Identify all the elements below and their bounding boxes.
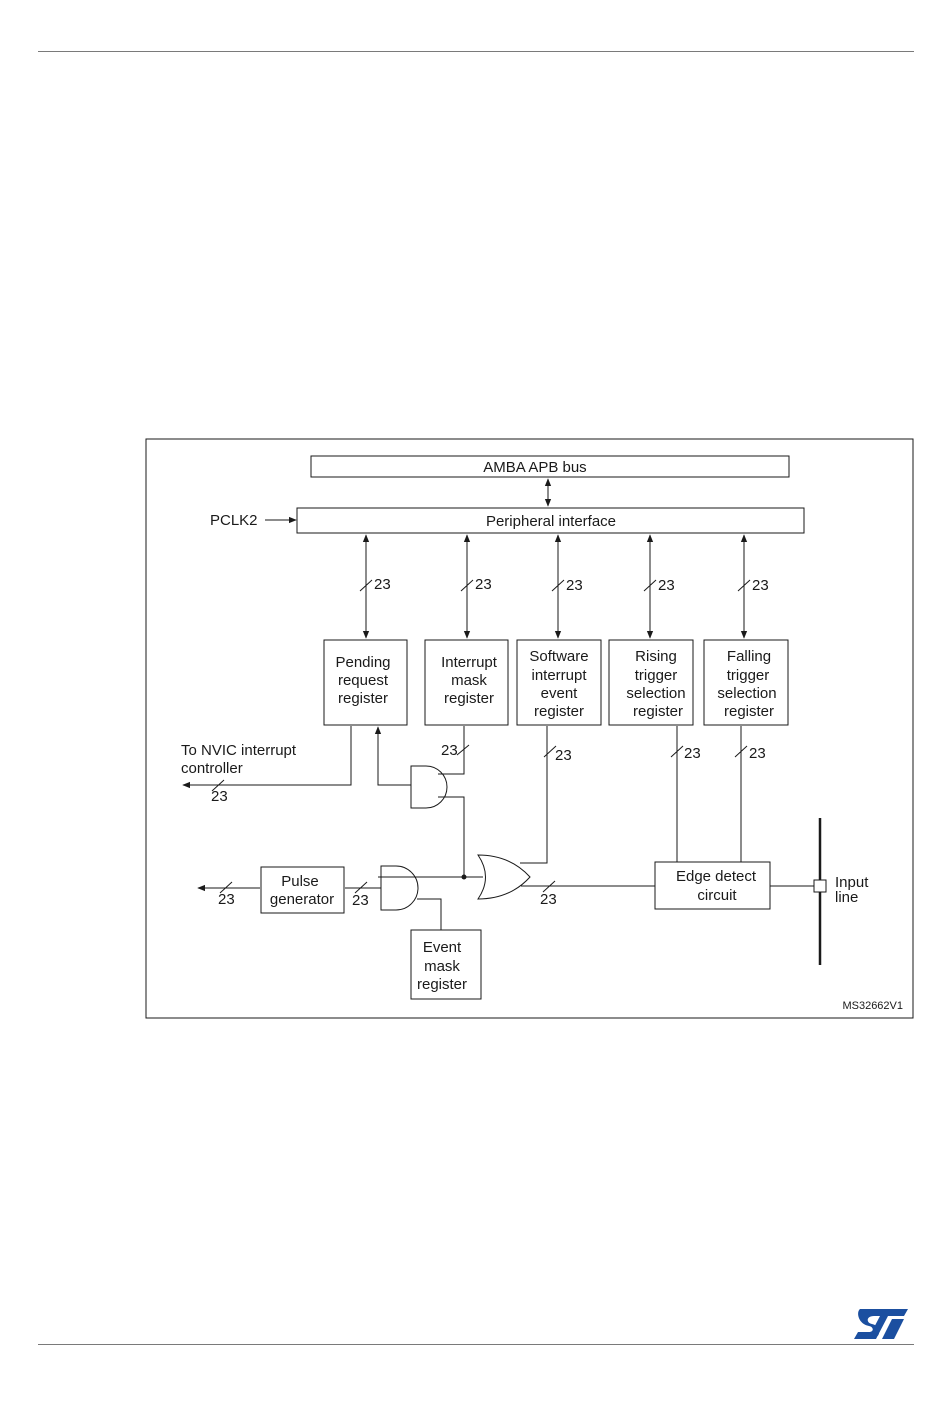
or-to-and-line <box>438 796 465 877</box>
bus-width-label: 23 <box>749 745 766 762</box>
nvic-label-line: controller <box>181 760 243 777</box>
bus-width-label: 23 <box>475 576 492 593</box>
amba-apb-bus-label: AMBA APB bus <box>483 459 586 476</box>
bus-width-label: 23 <box>352 892 369 909</box>
nvic-output-line <box>182 726 352 789</box>
bus-width-label: 23 <box>211 788 228 805</box>
falling-label-line: selection <box>717 685 776 702</box>
bus-width-slash <box>211 779 225 792</box>
bus-width-slash <box>670 745 684 758</box>
falling-trigger-selection-register <box>703 639 789 726</box>
falling-label-line: Falling <box>727 648 771 665</box>
bus-width-slash <box>543 745 557 758</box>
pclk2-label: PCLK2 <box>210 512 258 529</box>
bus-width-slash <box>456 744 470 756</box>
pulse-generator-label-line: generator <box>270 891 334 908</box>
interrupt-mask-label-line: Interrupt <box>441 654 498 671</box>
diagram-frame <box>145 438 914 1019</box>
interrupt-mask-label-line: register <box>444 690 494 707</box>
peripheral-interface-label: Peripheral interface <box>486 513 616 530</box>
bus-width-label: 23 <box>566 577 583 594</box>
edge-detect-label-line: Edge detect <box>676 868 757 885</box>
header-rule <box>38 51 914 52</box>
bus-width-slash <box>542 880 556 893</box>
software-event-label-line: Software <box>529 648 588 665</box>
rising-label-line: register <box>633 703 683 720</box>
pending-request-register <box>323 639 408 726</box>
rising-trigger-selection-register <box>608 639 694 726</box>
event-and-gate <box>380 865 419 911</box>
edge-detect-label-line: circuit <box>697 887 737 904</box>
pending-label-line: Pending <box>335 654 390 671</box>
bus-width-slash <box>219 881 233 894</box>
input-pin-square <box>813 879 827 893</box>
rising-label-line: Rising <box>635 648 677 665</box>
or-gate <box>477 854 531 900</box>
amba-apb-bus-box <box>310 455 790 478</box>
bus-width-label: 23 <box>752 577 769 594</box>
junction-dot <box>461 874 467 880</box>
bus-width-label: 23 <box>555 747 572 764</box>
software-interrupt-event-register <box>516 639 602 726</box>
event-mask-to-and-line <box>417 898 442 930</box>
pulse-generator-label-line: Pulse <box>281 873 319 890</box>
bus-width-slash <box>734 745 748 758</box>
pending-label-line: request <box>338 672 389 689</box>
bus-width-label: 23 <box>374 576 391 593</box>
software-event-label-line: event <box>541 685 579 702</box>
bus-width-slash <box>643 579 657 592</box>
bus-width-label: 23 <box>658 577 675 594</box>
interrupt-mask-label-line: mask <box>451 672 487 689</box>
bus-width-slash <box>551 579 565 592</box>
falling-label-line: trigger <box>727 667 770 684</box>
event-mask-label-line: Event <box>423 939 462 956</box>
bus-width-slash <box>737 579 751 592</box>
peripheral-interface-box <box>296 507 805 534</box>
rising-label-line: selection <box>626 685 685 702</box>
and-to-pending-line <box>374 726 411 786</box>
st-logo-icon <box>852 1306 912 1342</box>
bus-width-slash <box>460 579 474 592</box>
interrupt-and-gate <box>410 765 448 809</box>
software-event-to-or-line <box>520 726 548 864</box>
bus-width-slash <box>354 881 368 894</box>
bus-width-slash <box>359 579 373 592</box>
software-event-label-line: interrupt <box>531 667 587 684</box>
event-mask-label-line: register <box>417 976 467 993</box>
bus-width-label: 23 <box>441 742 458 759</box>
bus-width-label: 23 <box>684 745 701 762</box>
nvic-label-line: To NVIC interrupt <box>181 742 297 759</box>
bus-width-label: 23 <box>540 891 557 908</box>
pulse-generator-box <box>260 866 345 914</box>
bus-width-label: 23 <box>218 891 235 908</box>
rising-label-line: trigger <box>635 667 678 684</box>
interrupt-mask-register <box>424 639 509 726</box>
footer-rule <box>38 1344 914 1345</box>
falling-label-line: register <box>724 703 774 720</box>
event-mask-register <box>410 929 482 1000</box>
input-line-label-line: Input <box>835 874 869 891</box>
pending-label-line: register <box>338 690 388 707</box>
software-event-label-line: register <box>534 703 584 720</box>
event-mask-label-line: mask <box>424 958 460 975</box>
input-line-label-line: line <box>835 889 858 906</box>
figure-id-label: MS32662V1 <box>842 1000 903 1012</box>
interrupt-mask-to-and-line <box>438 726 465 775</box>
